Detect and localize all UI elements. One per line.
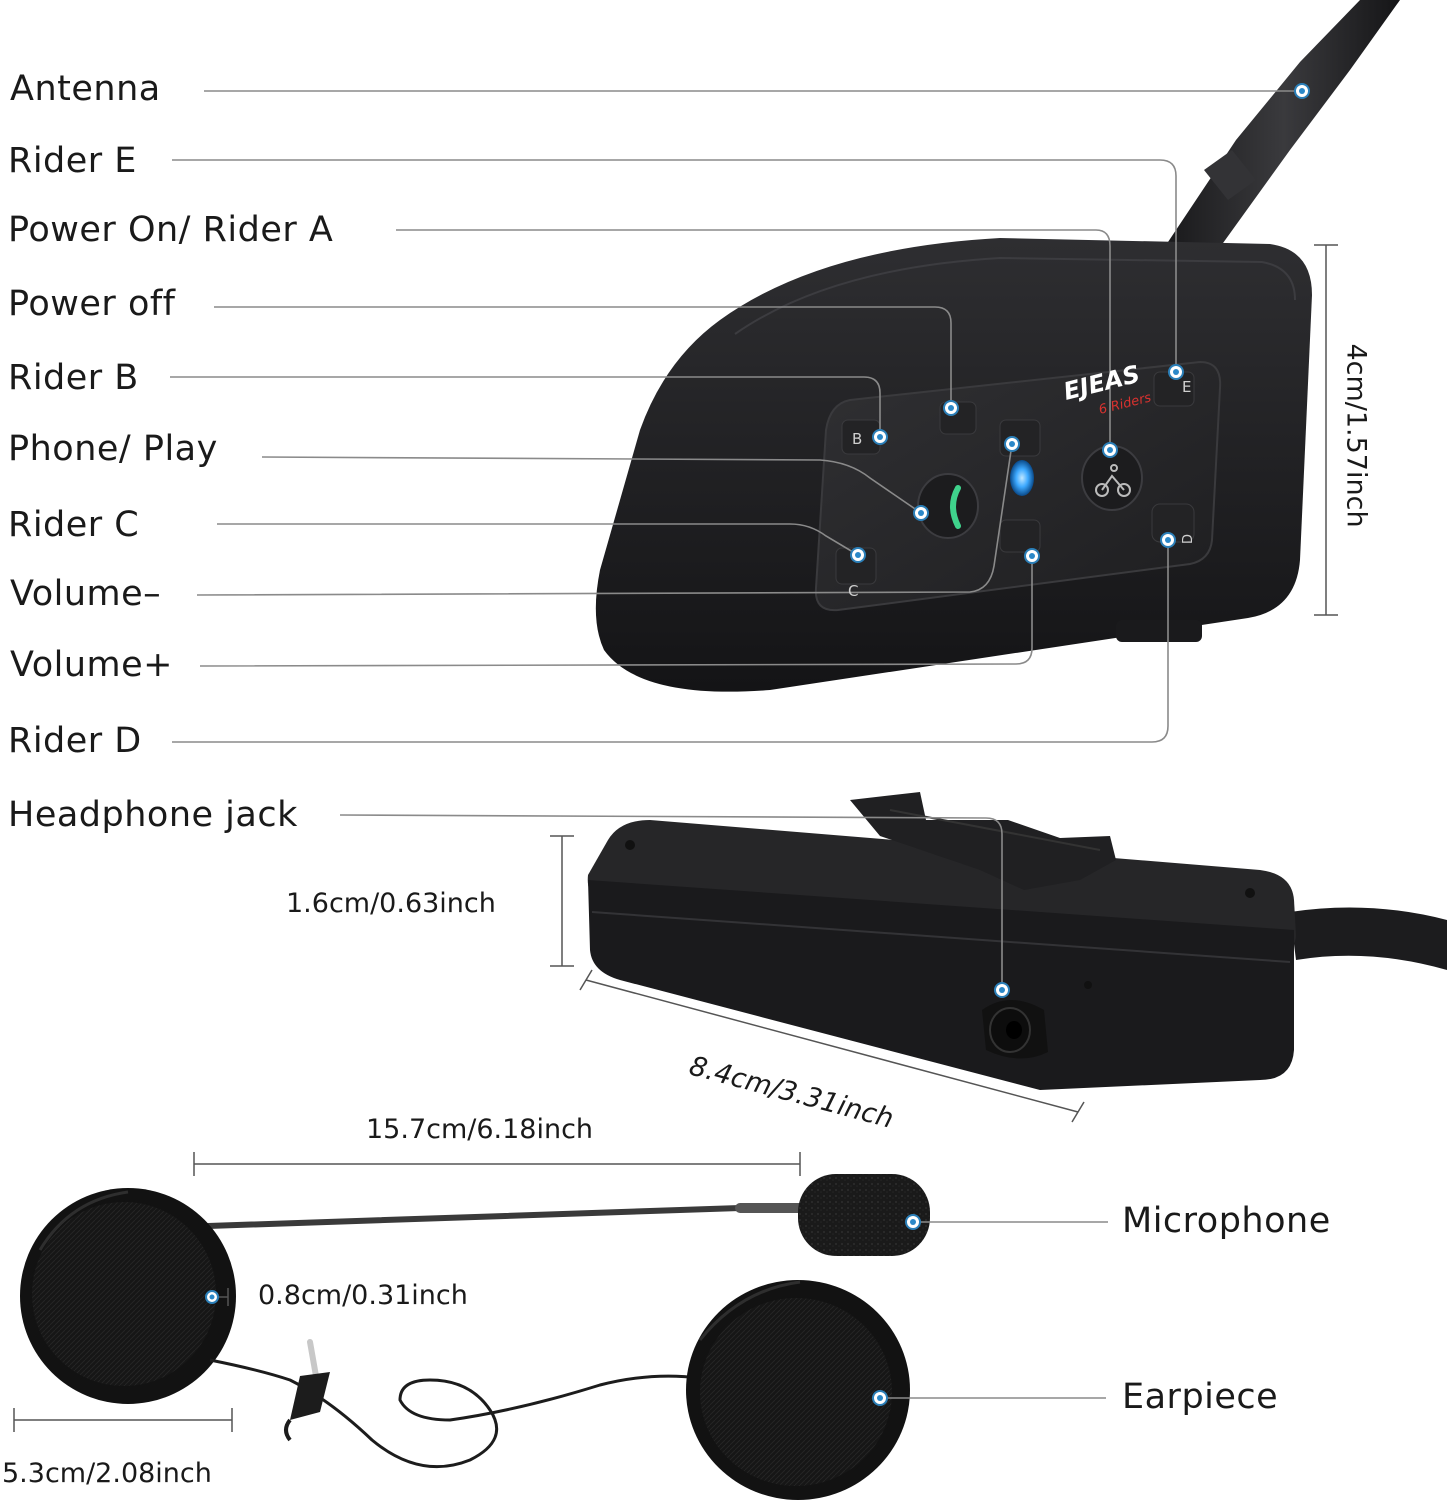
button-letter-d: D	[1181, 534, 1196, 544]
headset-assembly	[20, 1174, 930, 1500]
label-earpiece: Earpiece	[1122, 1377, 1279, 1417]
microphone-boom	[205, 1205, 803, 1229]
dimension-boom-length: 15.7cm/6.18inch	[366, 1114, 594, 1145]
label-rider-d: Rider D	[8, 721, 142, 761]
earpiece-cable	[209, 1358, 701, 1469]
label-phone-play: Phone/ Play	[8, 429, 218, 469]
label-power-on-rider-a: Power On/ Rider A	[8, 210, 334, 250]
label-antenna: Antenna	[10, 69, 161, 109]
label-volume-plus: Volume+	[10, 645, 173, 685]
callout-leaders	[170, 90, 1302, 1399]
label-volume-minus: Volume–	[10, 574, 162, 614]
antenna-shape	[1168, 0, 1400, 250]
intercom-front-view	[595, 0, 1400, 692]
label-rider-e: Rider E	[8, 141, 137, 181]
dimension-earpiece-diameter: 5.3cm/2.08inch	[2, 1458, 212, 1489]
label-rider-c: Rider C	[8, 505, 140, 545]
motorbike-icon	[1095, 464, 1131, 497]
callout-dots	[205, 83, 1310, 1406]
button-letter-c: C	[848, 582, 858, 600]
label-microphone: Microphone	[1122, 1201, 1331, 1241]
device-cable	[1290, 907, 1447, 970]
phone-icon	[950, 485, 961, 529]
phone-button	[917, 473, 979, 539]
button-letter-b: B	[852, 430, 862, 448]
dimension-earpiece-thickness: 0.8cm/0.31inch	[258, 1280, 468, 1311]
status-led	[1010, 460, 1034, 496]
dimension-lines	[13, 244, 1338, 1432]
label-headphone-jack: Headphone jack	[8, 795, 298, 835]
intercom-side-view	[587, 792, 1447, 1090]
label-rider-b: Rider B	[8, 358, 139, 398]
microphone-foam	[798, 1174, 930, 1256]
mounting-clip	[850, 792, 1116, 890]
dimension-height: 4cm/1.57inch	[1340, 343, 1372, 528]
button-letter-e: E	[1182, 378, 1191, 396]
dimension-thickness: 1.6cm/0.63inch	[286, 888, 496, 919]
label-power-off: Power off	[8, 284, 176, 324]
audio-plug	[290, 1372, 330, 1420]
